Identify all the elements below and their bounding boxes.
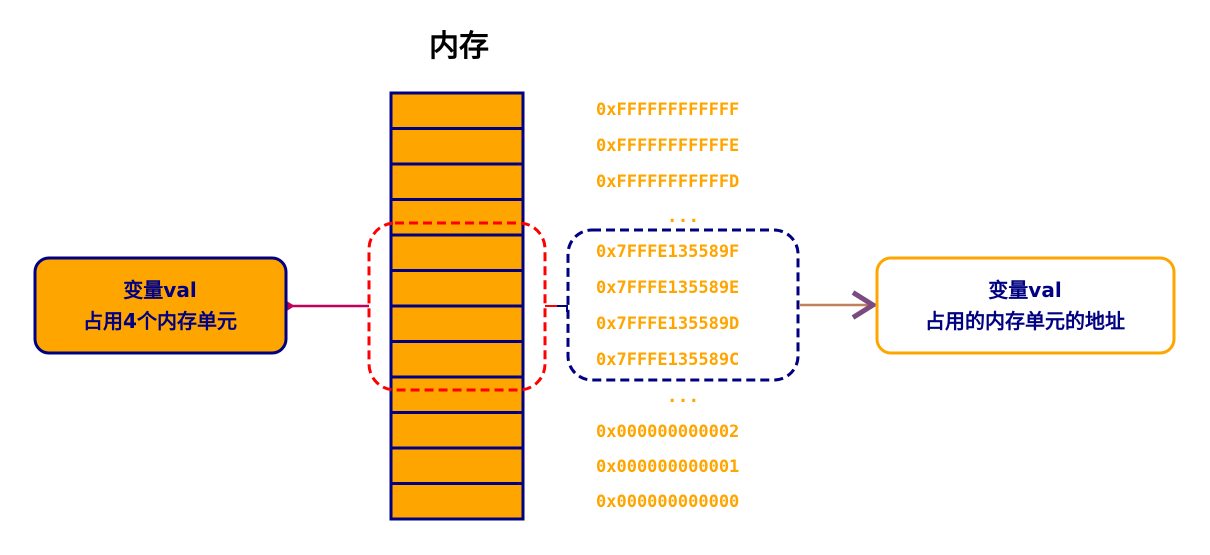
ellipsis: ... [667,206,700,227]
memory-cell [389,411,525,450]
address-label: 0x000000000002 [596,422,739,442]
address-label: 0x7FFFE135589E [596,278,739,298]
address-label: 0x7FFFE135589D [596,314,739,334]
address-label: 0x000000000000 [596,492,739,512]
address-label: 0xFFFFFFFFFFFF [596,100,739,120]
val-cells-highlight [367,221,547,392]
memory-cell [389,91,525,130]
memory-cell [389,446,525,485]
val-addresses-highlight [566,228,800,382]
left-box-line1: 变量val [123,278,196,302]
address-label: 0xFFFFFFFFFFFD [596,172,739,192]
memory-cell [389,482,525,521]
memory-cell [389,269,525,308]
left-box-line2: 占用4个内存单元 [83,309,237,333]
memory-cell [389,233,525,272]
memory-cell [389,162,525,201]
memory-cell [389,304,525,343]
memory-cell [389,127,525,166]
address-label: 0xFFFFFFFFFFFE [596,136,739,156]
right-box-line2: 占用的内存单元的地址 [925,309,1125,333]
ellipsis: ... [667,386,700,407]
address-label: 0x000000000001 [596,457,739,477]
diagram-title: 内存 [429,29,489,64]
address-label: 0x7FFFE135589C [596,350,739,370]
memory-cell [389,375,525,414]
memory-column [389,91,525,521]
right-box-line1: 变量val [988,278,1061,302]
address-label: 0x7FFFE135589F [596,242,739,262]
address-list: 0xFFFFFFFFFFFF 0xFFFFFFFFFFFE 0xFFFFFFFF… [596,100,739,512]
connector-navy [557,305,568,312]
memory-cell [389,340,525,379]
memory-cell [389,198,525,237]
left-callout-box: 变量val 占用4个内存单元 [33,256,288,355]
right-callout-box: 变量val 占用的内存单元的地址 [875,256,1176,355]
